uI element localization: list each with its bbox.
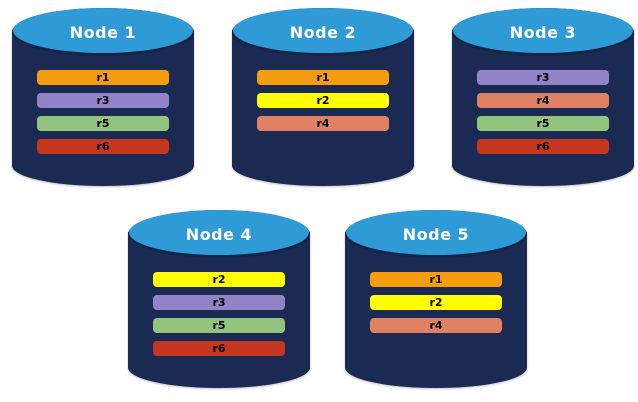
replica-label: r2 (316, 94, 330, 107)
replica-list: r3 r4 r5 r6 (476, 70, 610, 154)
replica-bar[interactable]: r6 (476, 139, 610, 154)
node-3[interactable]: Node 3 r3 r4 r5 r6 (452, 8, 634, 186)
replica-list: r2 r3 r5 r6 (152, 272, 286, 356)
cylinder-top-ellipse: Node 1 (13, 8, 193, 53)
cylinder-top-ellipse: Node 2 (233, 8, 413, 53)
replica-label: r6 (96, 140, 110, 153)
replica-label: r3 (96, 94, 110, 107)
replica-bar[interactable]: r2 (369, 295, 503, 310)
replica-bar[interactable]: r5 (476, 116, 610, 131)
cylinder-top-ellipse: Node 4 (129, 210, 309, 255)
replica-label: r5 (536, 117, 550, 130)
node-1[interactable]: Node 1 r1 r3 r5 r6 (12, 8, 194, 186)
cylinder-body (345, 232, 527, 388)
replica-label: r6 (536, 140, 550, 153)
replica-label: r2 (429, 296, 443, 309)
replica-label: r4 (536, 94, 550, 107)
node-label: Node 4 (185, 225, 253, 244)
replica-list: r1 r2 r4 (369, 272, 503, 333)
replica-bar[interactable]: r5 (36, 116, 170, 131)
replica-bar[interactable]: r6 (36, 139, 170, 154)
replica-bar[interactable]: r3 (476, 70, 610, 85)
node-label: Node 1 (69, 23, 137, 42)
replica-bar[interactable]: r4 (256, 116, 390, 131)
node-5[interactable]: Node 5 r1 r2 r4 (345, 210, 527, 388)
replica-bar[interactable]: r5 (152, 318, 286, 333)
replica-bar[interactable]: r2 (256, 93, 390, 108)
replica-label: r5 (212, 319, 226, 332)
replica-label: r5 (96, 117, 110, 130)
cylinder-top-ellipse: Node 5 (346, 210, 526, 255)
replica-label: r2 (212, 273, 226, 286)
replica-bar[interactable]: r1 (256, 70, 390, 85)
replica-bar[interactable]: r3 (36, 93, 170, 108)
replica-label: r1 (429, 273, 443, 286)
replica-bar[interactable]: r2 (152, 272, 286, 287)
node-2[interactable]: Node 2 r1 r2 r4 (232, 8, 414, 186)
node-4[interactable]: Node 4 r2 r3 r5 r6 (128, 210, 310, 388)
replica-label: r3 (536, 71, 550, 84)
replica-label: r6 (212, 342, 226, 355)
node-label: Node 5 (402, 225, 470, 244)
node-label: Node 2 (289, 23, 357, 42)
cylinder-body (452, 30, 634, 186)
replica-bar[interactable]: r4 (476, 93, 610, 108)
cylinder-body (232, 30, 414, 186)
replica-label: r1 (96, 71, 110, 84)
replica-bar[interactable]: r4 (369, 318, 503, 333)
replica-bar[interactable]: r3 (152, 295, 286, 310)
replica-bar[interactable]: r1 (369, 272, 503, 287)
replica-bar[interactable]: r6 (152, 341, 286, 356)
replica-label: r3 (212, 296, 226, 309)
replica-list: r1 r3 r5 r6 (36, 70, 170, 154)
node-label: Node 3 (509, 23, 577, 42)
replica-list: r1 r2 r4 (256, 70, 390, 131)
cylinder-body (12, 30, 194, 186)
replica-label: r1 (316, 71, 330, 84)
cylinder-body (128, 232, 310, 388)
replica-label: r4 (316, 117, 330, 130)
replica-label: r4 (429, 319, 443, 332)
replica-bar[interactable]: r1 (36, 70, 170, 85)
cylinder-top-ellipse: Node 3 (453, 8, 633, 53)
